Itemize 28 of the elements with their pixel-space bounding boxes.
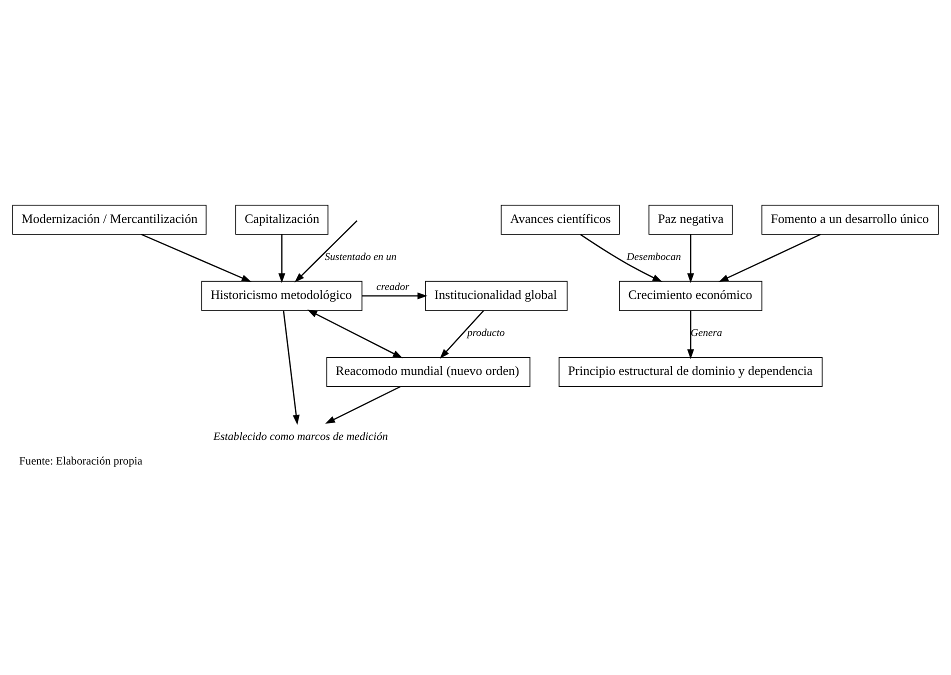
node-box: Institucionalidad global (425, 280, 568, 310)
node-box: Avances científicos (500, 204, 620, 234)
caption: Fuente: Elaboración propia (19, 454, 142, 467)
arrow (718, 233, 821, 282)
arrow (440, 310, 484, 358)
node-box: Reacomodo mundial (nuevo orden) (326, 356, 530, 386)
edge-label: producto (467, 327, 505, 338)
arrow (278, 234, 286, 283)
node-text: Establecido como marcos de medición (213, 430, 388, 442)
node-box: Principio estructural de dominio y dependencia (558, 356, 823, 386)
node-box: Paz negativa (648, 204, 733, 234)
node-box: Historicismo metodológico (201, 280, 362, 310)
arrow (687, 234, 694, 283)
arrow (294, 220, 358, 282)
edge-label: Sustentado en un (324, 251, 397, 262)
node-box: Capitalización (235, 204, 328, 234)
arrow (282, 310, 300, 424)
edge-label: Desembocan (626, 251, 682, 262)
arrow (307, 309, 403, 358)
arrow (362, 292, 428, 299)
node-box: Fomento a un desarrollo único (761, 204, 939, 234)
arrow (687, 310, 694, 359)
arrow (325, 386, 401, 424)
edge-label: creador (376, 281, 410, 292)
node-box: Crecimiento económico (619, 280, 762, 310)
arrow (580, 234, 662, 282)
arrow (141, 233, 252, 282)
node-box: Modernización / Mercantilización (12, 204, 207, 234)
